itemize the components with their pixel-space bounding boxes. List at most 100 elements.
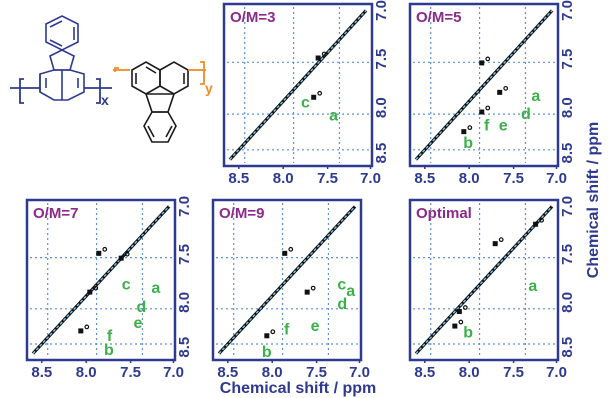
panel-title: O/M=5 [416, 9, 461, 26]
x-tick-label: 8.5 [228, 170, 249, 187]
peak-label-c: c [122, 277, 131, 294]
y-axis-title: Chemical shift / ppm [585, 122, 602, 278]
peak-label-a: a [528, 278, 537, 295]
cross-peak-minor [498, 237, 504, 243]
panel-title: O/M=3 [230, 9, 275, 26]
y-tick-label: 8.0 [373, 97, 390, 118]
cross-peak-minor [102, 246, 108, 252]
cross-peak [492, 241, 498, 247]
panel-title: Optimal [416, 205, 472, 222]
y-tick-label: 8.5 [176, 337, 193, 358]
cross-peak-minor [485, 56, 491, 62]
x-tick-label: 8.5 [414, 364, 435, 381]
peak-label-d: d [137, 299, 147, 316]
peak-label-a: a [531, 88, 540, 105]
x-tick-label: 8.0 [76, 364, 97, 381]
diagonal-peaks-core [415, 205, 553, 355]
cross-peak [87, 289, 93, 295]
x-tick-label: 7.0 [360, 170, 381, 187]
cross-peak-minor [84, 324, 90, 330]
x-tick-label: 7.0 [163, 364, 184, 381]
cross-peak [118, 255, 124, 261]
fluoranthene-unit-black: y [113, 61, 213, 143]
x-tick-label: 8.0 [262, 364, 283, 381]
x-tick-label: 7.5 [120, 364, 141, 381]
subscript-y: y [205, 80, 213, 96]
x-tick-label: 8.0 [459, 170, 480, 187]
x-tick-label: 8.5 [414, 170, 435, 187]
peak-label-e: e [499, 117, 508, 134]
cross-peak-minor [93, 285, 99, 291]
y-tick-label: 7.5 [373, 49, 390, 70]
cross-peak-minor [310, 285, 316, 291]
peak-label-e: e [311, 318, 320, 335]
x-tick-label: 8.5 [217, 364, 238, 381]
cross-peak [264, 333, 270, 339]
cross-peak-minor [321, 51, 327, 57]
polymer-structure: x y [10, 15, 213, 143]
peak-label-a: a [346, 283, 355, 300]
y-tick-label: 7.5 [559, 49, 576, 70]
cross-peak-minor [270, 329, 276, 335]
cross-peak-minor [467, 125, 473, 131]
bracket-right [96, 78, 101, 104]
y-tick-label: 7.0 [559, 196, 576, 217]
peak-label-c: c [301, 95, 310, 112]
peak-label-d: d [337, 296, 347, 313]
x-axis-title: Chemical shift / ppm [220, 380, 376, 397]
x-tick-label: 7.5 [317, 170, 338, 187]
panel-title: O/M=7 [33, 205, 78, 222]
x-tick-label: 8.0 [459, 364, 480, 381]
y-tick-label: 8.5 [559, 337, 576, 358]
cross-peak [311, 94, 317, 100]
y-tick-label: 8.0 [559, 97, 576, 118]
y-tick-label: 7.5 [176, 244, 193, 265]
peak-label-b: b [262, 344, 272, 361]
y-tick-label: 7.0 [373, 0, 390, 21]
diagonal-peaks-core [218, 205, 356, 355]
peak-label-e: e [134, 315, 143, 332]
cross-peak [78, 328, 84, 334]
bracket-left [19, 78, 24, 104]
y-tick-label: 7.0 [559, 0, 576, 21]
cross-peak [96, 250, 102, 256]
cross-peak-minor [288, 246, 294, 252]
bracket-orange-right [200, 61, 205, 85]
peak-label-d: d [521, 106, 531, 123]
cross-peak [461, 129, 467, 135]
x-tick-label: 7.5 [503, 364, 524, 381]
cross-peak [282, 250, 288, 256]
peak-label-c: c [337, 277, 346, 294]
diagonal-peaks-core [415, 10, 553, 160]
peak-label-b: b [104, 342, 114, 359]
x-tick-label: 7.0 [349, 364, 370, 381]
peak-label-a: a [329, 108, 338, 125]
x-tick-label: 7.5 [306, 364, 327, 381]
cross-peak [456, 309, 462, 315]
fluoranthene-unit-blue [39, 15, 85, 101]
cross-peak [304, 289, 310, 295]
diagonal-peaks-core [229, 10, 367, 160]
cross-peak-minor [485, 105, 491, 111]
x-tick-label: 8.0 [273, 170, 294, 187]
cross-peak-minor [458, 319, 464, 325]
x-tick-label: 8.5 [31, 364, 52, 381]
x-tick-label: 7.5 [503, 170, 524, 187]
cross-peak [452, 323, 458, 329]
y-tick-label: 8.0 [559, 292, 576, 313]
peak-label-f: f [284, 321, 290, 338]
cross-peak-minor [462, 305, 468, 310]
cross-peak [479, 109, 485, 115]
y-tick-label: 8.5 [559, 143, 576, 164]
y-tick-label: 8.0 [176, 292, 193, 313]
cross-peak [479, 60, 485, 66]
peak-label-b: b [463, 325, 473, 342]
peak-label-f: f [484, 117, 490, 134]
